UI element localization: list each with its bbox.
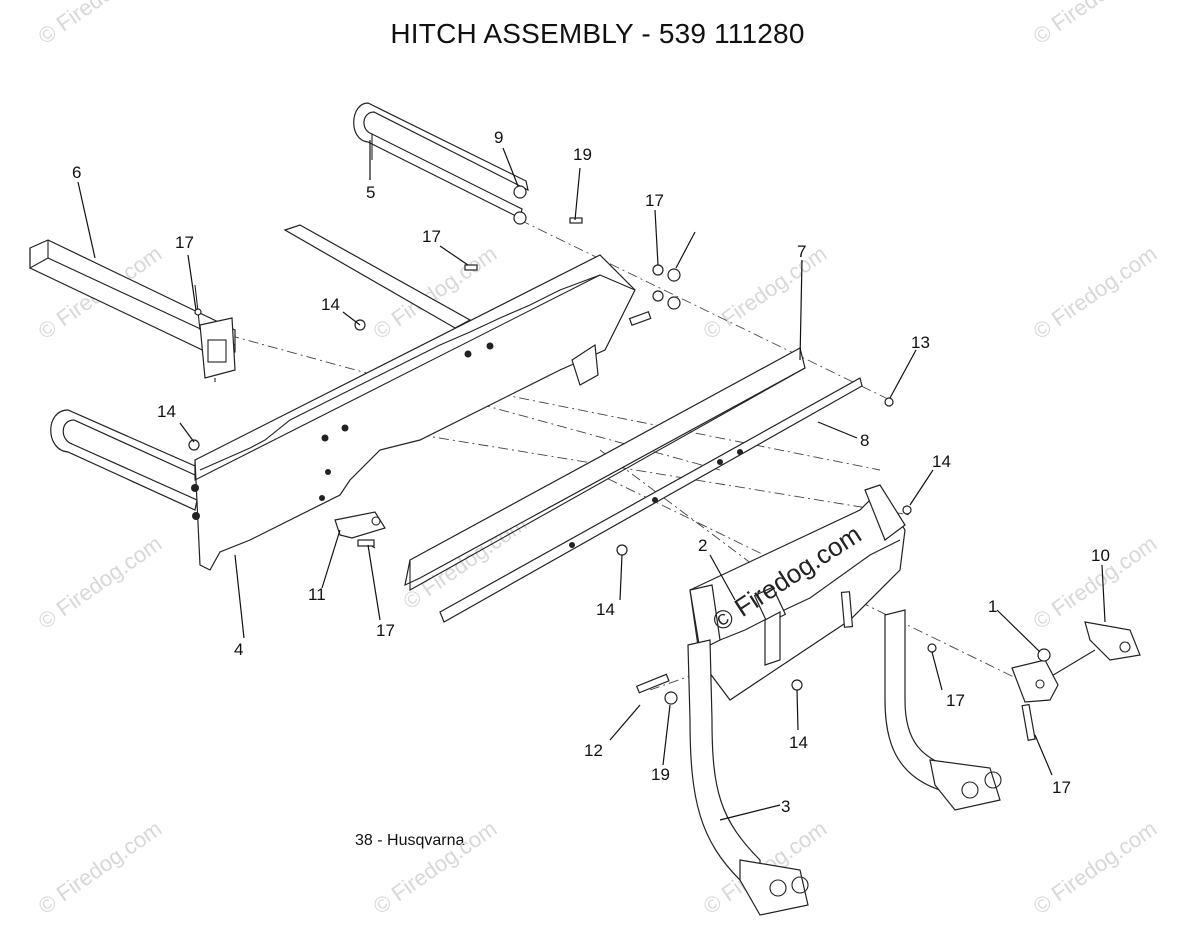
- part-6-tube-bracket: [29, 239, 236, 382]
- watermark: © Firedog.com: [34, 0, 167, 49]
- callout-8: 8: [860, 431, 869, 450]
- callout-1: 1: [988, 597, 997, 616]
- callout-3: 3: [781, 797, 790, 816]
- callout-9: 9: [494, 128, 503, 147]
- part-3-drawbar: [687, 609, 1002, 916]
- callout-14: 14: [157, 402, 176, 421]
- callout-15: 17: [1052, 778, 1071, 797]
- callout-14: 14: [932, 452, 951, 471]
- part-2-hitch-frame: [689, 484, 906, 701]
- callout-14: 14: [596, 600, 615, 619]
- callout-5: 5: [366, 183, 375, 202]
- callout-17: 17: [946, 691, 965, 710]
- watermark: © Firedog.com: [34, 816, 167, 919]
- page-footer: 38 - Husqvarna: [355, 832, 465, 849]
- callouts: 6 17 5 9 19 17 17 7 14 14 13 8 14 2 10 1…: [72, 128, 1110, 816]
- callout-17: 17: [376, 621, 395, 640]
- callout-16: 17: [645, 191, 664, 210]
- callout-18: 19: [573, 145, 592, 164]
- callout-17: 17: [422, 227, 441, 246]
- watermark: © Firedog.com: [1029, 816, 1162, 919]
- leader-lines: [77, 140, 1106, 821]
- callout-7: 7: [797, 242, 806, 261]
- page-title: HITCH ASSEMBLY - 539 111280: [390, 18, 805, 49]
- watermark: © Firedog.com: [34, 531, 167, 634]
- part-10-pin-plate: [1011, 621, 1141, 703]
- part-7-angle-rail: [404, 347, 806, 591]
- callout-4: 4: [234, 640, 243, 659]
- part-8-flat-bar: [439, 377, 863, 623]
- callout-11: 11: [308, 585, 326, 604]
- watermark: © Firedog.com: [1029, 0, 1162, 49]
- callout-14: 14: [789, 733, 808, 752]
- part-4-main-plate: [191, 224, 652, 571]
- callout-12: 12: [584, 741, 603, 760]
- part-5-lower-u-bar: [50, 409, 198, 511]
- springs: [840, 591, 1036, 741]
- watermark: © Firedog.com: [1029, 241, 1162, 344]
- callout-17: 17: [175, 233, 194, 252]
- callout-10: 10: [1091, 546, 1110, 565]
- watermark: © Firedog.com: [699, 241, 832, 344]
- callout-14: 14: [321, 295, 340, 314]
- callout-6: 6: [72, 163, 81, 182]
- callout-13: 13: [911, 333, 930, 352]
- callout-19: 19: [651, 765, 670, 784]
- watermark: © Firedog.com: [369, 816, 502, 919]
- callout-2: 2: [698, 536, 707, 555]
- part-5-u-bar: [353, 102, 529, 219]
